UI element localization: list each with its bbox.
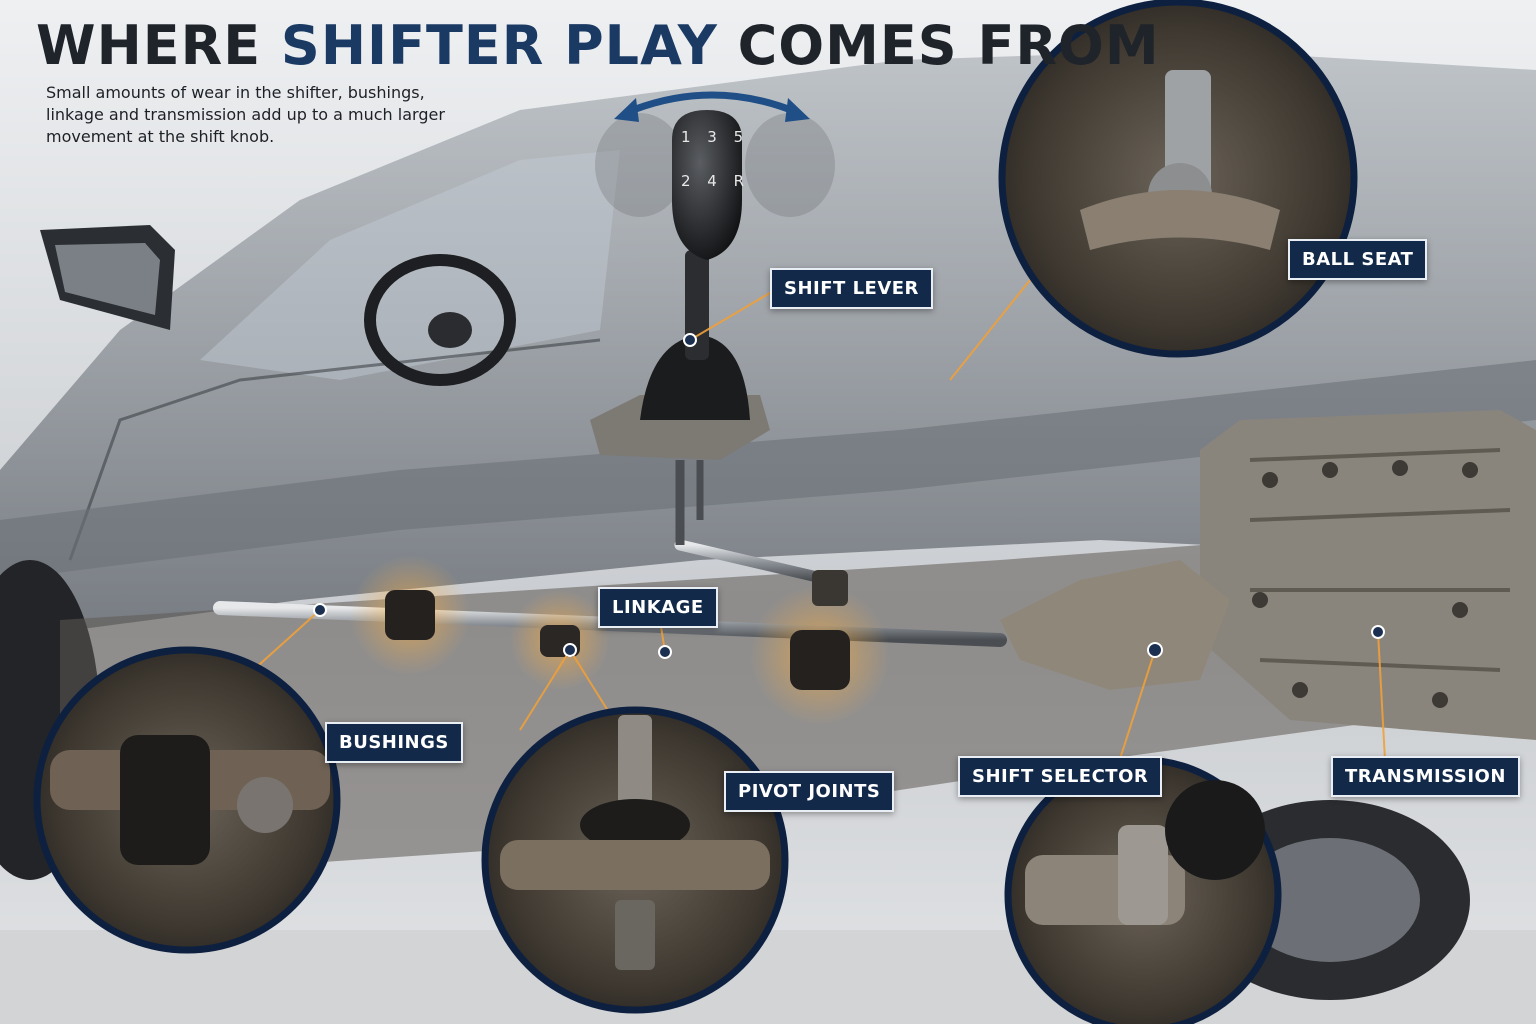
page-subtitle: Small amounts of wear in the shifter, bu… xyxy=(46,83,445,146)
steering-wheel xyxy=(364,254,516,386)
page-title: WHERE SHIFTER PLAY COMES FROM xyxy=(36,14,1160,77)
rocker-panel xyxy=(0,360,1536,580)
knob-ghost-left xyxy=(595,113,685,217)
car-door-line xyxy=(68,338,601,561)
label-bushings: BUSHINGS xyxy=(325,722,463,763)
title-accent: SHIFTER PLAY xyxy=(280,14,718,77)
label-shift-selector: SHIFT SELECTOR xyxy=(958,756,1163,797)
upper-link-rod xyxy=(674,539,836,586)
label-pivot-joints: PIVOT JOINTS xyxy=(724,771,895,812)
zoom-pivot-joints xyxy=(481,706,789,1014)
knob-gear-row-1: 1 3 5 xyxy=(681,128,750,146)
title-part-1: WHERE xyxy=(36,14,281,77)
label-shift-lever: SHIFT LEVER xyxy=(770,268,933,309)
shifter-boot xyxy=(640,335,750,420)
label-ball-seat: BALL SEAT xyxy=(1288,239,1428,280)
knob-ghost-right xyxy=(745,113,835,217)
label-linkage: LINKAGE xyxy=(598,587,718,628)
motion-arrow xyxy=(626,91,798,116)
linkage-bushings xyxy=(350,555,890,725)
transmission-case xyxy=(1200,410,1536,740)
zoom-bushings xyxy=(33,646,341,954)
zoom-shift-selector xyxy=(1004,756,1282,1024)
shift-knob xyxy=(672,110,742,260)
selector-housing xyxy=(1000,560,1230,690)
knob-gear-row-2: 2 4 R xyxy=(681,172,751,190)
zoom-ball-seat xyxy=(998,0,1358,358)
title-part-2: COMES FROM xyxy=(717,14,1160,77)
label-transmission: TRANSMISSION xyxy=(1331,756,1520,797)
